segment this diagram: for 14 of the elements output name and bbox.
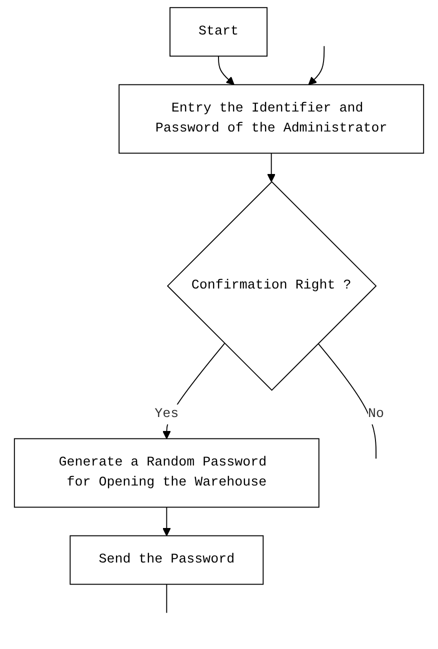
arrow	[308, 46, 325, 86]
arrow	[218, 56, 234, 86]
node-box: Start	[170, 7, 268, 57]
connector	[318, 342, 376, 460]
arrow	[162, 342, 226, 440]
arrow	[267, 152, 276, 182]
arrow	[162, 506, 171, 536]
edge-label: Yes	[154, 406, 179, 422]
node-box: Generate a Random Password for Opening the Warehouse	[14, 438, 320, 508]
connector	[166, 584, 168, 614]
node-diamond: Confirmation Right ?	[166, 181, 377, 391]
node-box: Send the Password	[70, 535, 264, 585]
node-box: Entry the Identifier and Password of the Administrator	[118, 84, 424, 154]
edge-label: No	[368, 406, 384, 422]
